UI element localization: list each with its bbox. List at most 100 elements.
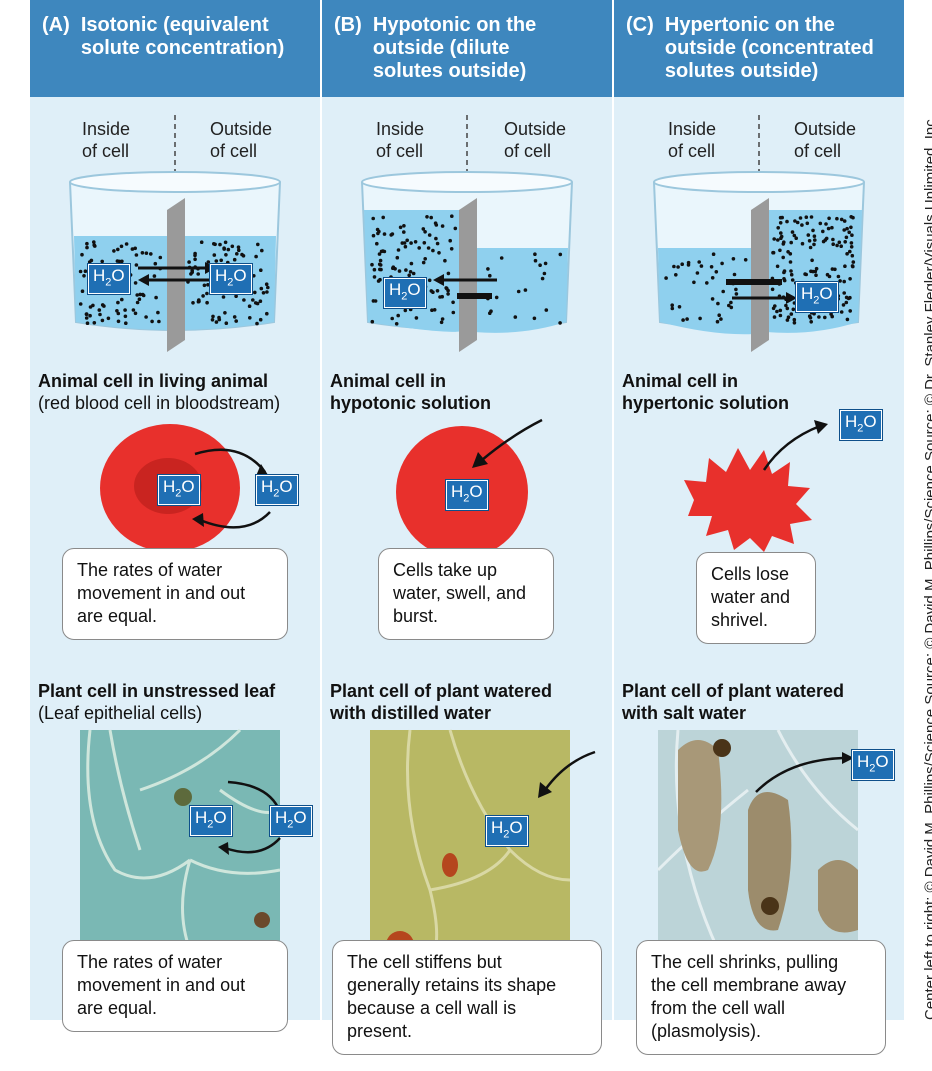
solute-dot [141, 292, 145, 297]
solute-dot [544, 308, 549, 312]
solute-dot [414, 316, 419, 320]
water-label: H2O [383, 276, 427, 310]
solute-dot [116, 247, 120, 252]
solute-dot [92, 240, 96, 244]
solute-dot [792, 233, 797, 238]
solute-dot [429, 215, 433, 220]
solute-dot [120, 297, 124, 302]
solute-dot [792, 321, 797, 325]
explanation-bubble: Cells take up water, swell, and burst. [378, 548, 554, 640]
solute-dot [714, 270, 719, 274]
shriveled-red-blood-cell [684, 420, 828, 552]
water-label: H2O [485, 814, 529, 848]
solute-dot [831, 237, 835, 242]
solute-dot [396, 313, 400, 318]
solute-dot [827, 274, 832, 279]
solute-dot [258, 317, 263, 322]
solute-dot [158, 255, 163, 260]
solute-dot [252, 274, 256, 278]
solute-dot [715, 319, 720, 324]
solute-dot [390, 232, 395, 236]
solute-dot [407, 273, 411, 278]
solute-dot [823, 315, 827, 320]
solute-dot [721, 289, 725, 294]
solute-dot [85, 245, 89, 250]
solute-dot [674, 273, 678, 277]
solute-dot [516, 289, 521, 294]
solute-dot [791, 307, 796, 312]
solute-dot [699, 264, 704, 268]
solute-dot [193, 251, 197, 256]
arrow-pair [433, 274, 497, 299]
solute-dot [202, 283, 207, 288]
solute-dot [779, 231, 783, 235]
plant-cell-micrograph [80, 728, 283, 951]
solute-dot [260, 248, 264, 253]
solute-dot [242, 298, 246, 302]
solute-dot [214, 259, 219, 263]
solute-dot [212, 253, 217, 257]
solute-dot [116, 300, 120, 305]
solute-dot [390, 316, 394, 321]
solute-dot [789, 269, 793, 273]
solute-dot [377, 252, 382, 256]
solute-dot [98, 312, 102, 317]
solute-dot [772, 237, 776, 241]
solute-dot [423, 230, 427, 234]
solute-dot [371, 233, 376, 238]
solute-dot [486, 267, 490, 271]
solute-dot [450, 214, 454, 218]
solute-dot [373, 299, 378, 303]
solute-dot [409, 241, 413, 245]
solute-dot [153, 261, 158, 266]
solute-dot [123, 314, 128, 319]
solute-dot [440, 317, 445, 321]
solute-dot [116, 311, 121, 316]
panel-isotonic: (A) Isotonic (equivalent solute concentr… [30, 0, 320, 1032]
solute-dot [686, 263, 691, 267]
solute-dot [421, 260, 426, 265]
solute-dot [695, 271, 700, 275]
solute-dot [446, 292, 450, 296]
solute-dot [133, 246, 137, 251]
water-label: H2O [189, 804, 233, 838]
solute-dot [199, 240, 204, 244]
explanation-bubble: The rates of water movement in and out a… [62, 548, 288, 640]
plant-cell-title: Plant cell of plant watered with distill… [330, 681, 553, 723]
solute-dot [83, 269, 88, 273]
solute-dot [150, 319, 154, 324]
solute-dot [411, 271, 416, 276]
solute-dot [221, 295, 226, 299]
solute-dot [451, 300, 455, 305]
solute-dot [790, 230, 795, 234]
solute-dot [119, 244, 124, 249]
solute-dot [794, 236, 798, 240]
solute-dot [851, 215, 855, 220]
solute-dot [224, 321, 229, 325]
solute-dot [100, 303, 105, 307]
solute-dot [144, 315, 148, 319]
solute-dot [206, 260, 211, 264]
solute-dot [823, 238, 828, 242]
solute-dot [672, 264, 676, 269]
solute-dot [770, 287, 775, 292]
solute-dot [848, 309, 852, 313]
solute-dot [435, 289, 440, 293]
solute-dot [789, 240, 793, 245]
solute-dot [803, 272, 807, 276]
solute-dot [124, 321, 128, 325]
solute-dot [402, 230, 406, 234]
solute-dot [848, 249, 852, 254]
solute-dot [449, 247, 454, 251]
solute-dot [839, 310, 844, 314]
solute-dot [843, 240, 847, 244]
solute-dot [223, 311, 227, 315]
solute-dot [381, 215, 385, 220]
solute-dot [395, 255, 400, 260]
solute-dot [265, 290, 269, 294]
solute-dot [218, 242, 222, 247]
solute-dot [236, 245, 241, 249]
solute-dot [396, 248, 401, 252]
solute-dot [187, 260, 191, 264]
water-label: H2O [795, 280, 839, 314]
